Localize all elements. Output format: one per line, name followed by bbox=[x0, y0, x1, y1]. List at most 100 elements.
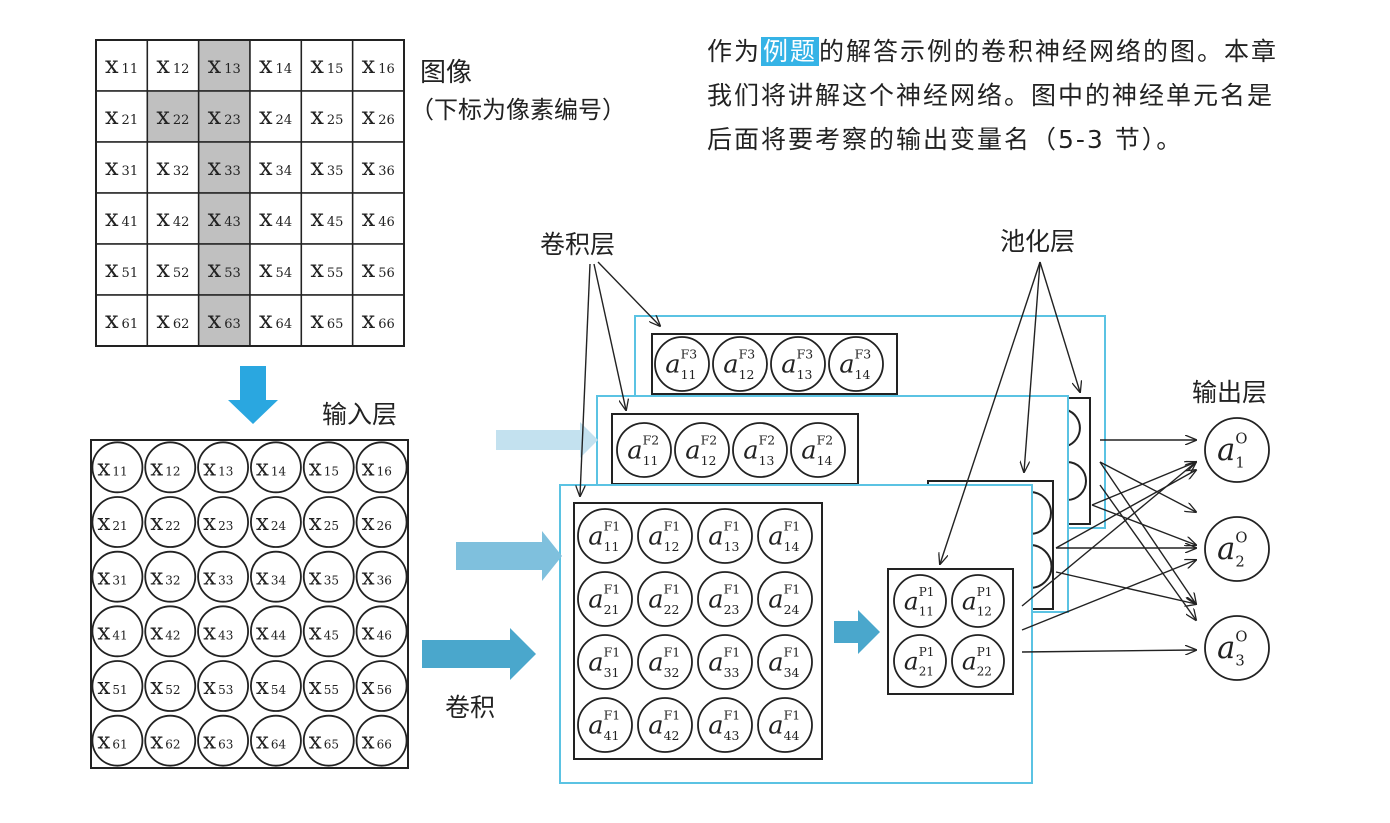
f1-neuron-sup: F1 bbox=[724, 582, 741, 597]
f1-neuron-symbol: a bbox=[648, 522, 663, 552]
f1-neuron-sub: 24 bbox=[784, 602, 800, 617]
f3-neuron-sub: 13 bbox=[797, 367, 813, 382]
output-neuron-sup: O bbox=[1235, 629, 1247, 646]
pooling-arrow bbox=[834, 610, 880, 654]
input-neuron bbox=[197, 605, 249, 658]
pool-neuron bbox=[951, 634, 1005, 688]
f1-neuron-sup: F1 bbox=[664, 708, 681, 723]
input-neuron bbox=[355, 496, 408, 548]
pool-neuron bbox=[893, 634, 947, 688]
f1-neuron-sub: 11 bbox=[604, 539, 620, 554]
pixel-cell bbox=[300, 192, 354, 245]
connection-arrow bbox=[940, 261, 1041, 564]
f2-neuron-sup: F2 bbox=[643, 433, 660, 448]
f1-neuron-symbol: a bbox=[588, 522, 603, 552]
f1-neuron bbox=[637, 697, 693, 753]
f1-neuron bbox=[697, 571, 753, 627]
pool-neuron bbox=[893, 574, 947, 628]
f1-neuron-symbol: a bbox=[768, 648, 783, 678]
f3-neuron-sup: F3 bbox=[855, 347, 872, 362]
pixel-cell bbox=[95, 90, 149, 143]
input-neuron bbox=[91, 660, 144, 712]
f1-neuron-sup: F1 bbox=[664, 582, 681, 597]
input-neuron bbox=[250, 605, 302, 658]
input-neuron bbox=[197, 714, 249, 767]
f2-neuron bbox=[616, 422, 672, 478]
connection-arrow bbox=[580, 263, 591, 496]
input-neuron bbox=[91, 550, 144, 603]
pixel-cell bbox=[146, 90, 200, 143]
f1-neuron bbox=[637, 508, 693, 564]
f1-neuron bbox=[637, 571, 693, 627]
input-neuron bbox=[355, 660, 408, 712]
connection-arrow bbox=[1099, 461, 1196, 604]
pixel-cell bbox=[197, 141, 251, 194]
connection-arrow bbox=[1055, 470, 1196, 549]
pool-neuron-sub: 11 bbox=[919, 604, 934, 618]
f1-neuron-sub: 41 bbox=[604, 728, 620, 743]
f1-neuron-symbol: a bbox=[768, 522, 783, 552]
connection-arrow bbox=[597, 261, 660, 326]
pixel-cell bbox=[300, 141, 354, 194]
f1-neuron-sub: 32 bbox=[664, 665, 680, 680]
f2-neuron-sub: 12 bbox=[701, 453, 717, 468]
input-neuron bbox=[355, 714, 408, 767]
input-neuron bbox=[355, 441, 408, 494]
f3-neuron-sup: F3 bbox=[797, 347, 814, 362]
input-neuron bbox=[355, 605, 408, 658]
f1-neuron-sub: 13 bbox=[724, 539, 740, 554]
pixel-cell bbox=[300, 39, 354, 92]
f1-neuron bbox=[577, 634, 633, 690]
image-note: （下标为像素编号） bbox=[410, 96, 626, 124]
pool-neuron-sup: P1 bbox=[977, 645, 993, 659]
pixel-cell bbox=[351, 192, 405, 245]
input-neuron bbox=[91, 605, 144, 658]
input-neuron bbox=[144, 441, 197, 494]
pool-neuron bbox=[951, 574, 1005, 628]
output-neuron-sub: 3 bbox=[1235, 653, 1244, 670]
f1-neuron-sup: F1 bbox=[724, 708, 741, 723]
pixel-cell bbox=[300, 243, 354, 296]
f1-neuron-symbol: a bbox=[648, 711, 663, 741]
f1-neuron-symbol: a bbox=[768, 585, 783, 615]
f1-neuron bbox=[757, 571, 813, 627]
f2-neuron-symbol: a bbox=[801, 436, 816, 466]
f1-neuron-symbol: a bbox=[648, 648, 663, 678]
f2-neuron-sub: 14 bbox=[817, 453, 833, 468]
f1-neuron bbox=[697, 634, 753, 690]
f1-neuron-symbol: a bbox=[588, 648, 603, 678]
f2-neuron-symbol: a bbox=[627, 436, 642, 466]
f1-neuron-sup: F1 bbox=[784, 519, 801, 534]
convolution-arrow-dark bbox=[422, 628, 536, 680]
f1-neuron bbox=[757, 508, 813, 564]
connection-arrow bbox=[1021, 462, 1196, 607]
f1-neuron-sub: 33 bbox=[724, 665, 740, 680]
f1-neuron-sub: 42 bbox=[664, 728, 680, 743]
f1-neuron-sup: F1 bbox=[604, 708, 621, 723]
input-neuron bbox=[91, 441, 144, 494]
pool-neuron-sup: P1 bbox=[919, 585, 935, 599]
f3-neuron bbox=[654, 336, 710, 392]
connection-arrow bbox=[1021, 560, 1196, 631]
input-neuron bbox=[91, 714, 144, 767]
output-neuron-sub: 1 bbox=[1235, 455, 1244, 472]
input-neuron bbox=[302, 660, 355, 712]
f1-neuron-sup: F1 bbox=[664, 519, 681, 534]
f3-neuron-sup: F3 bbox=[681, 347, 698, 362]
f2-neuron-sup: F2 bbox=[817, 433, 834, 448]
input-neuron bbox=[302, 496, 355, 548]
f2-neuron bbox=[674, 422, 730, 478]
pool-neuron-sup: P1 bbox=[977, 585, 993, 599]
f1-neuron-symbol: a bbox=[708, 522, 723, 552]
f1-neuron-sup: F1 bbox=[784, 645, 801, 660]
f1-neuron-sub: 31 bbox=[604, 665, 620, 680]
f1-neuron-sub: 34 bbox=[784, 665, 800, 680]
image-label: 图像 bbox=[420, 58, 473, 88]
pool-neuron-sub: 12 bbox=[977, 604, 992, 618]
